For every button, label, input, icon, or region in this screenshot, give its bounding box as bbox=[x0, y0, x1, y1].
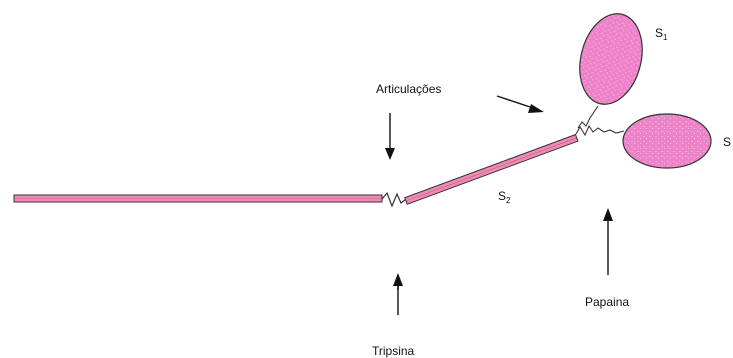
label-s2-subscript: 2 bbox=[506, 196, 511, 205]
label-s1: S1 bbox=[655, 26, 668, 42]
second-head bbox=[623, 114, 711, 168]
label-s-right: S bbox=[723, 135, 731, 149]
label-s2-letter: S bbox=[498, 189, 506, 203]
label-s1-letter: S bbox=[655, 26, 663, 40]
articulacoes-down-arrow bbox=[385, 113, 395, 160]
label-tripsina: Tripsina bbox=[372, 344, 415, 358]
s1-head bbox=[571, 7, 651, 111]
label-s1-subscript: 1 bbox=[663, 33, 668, 42]
tripsina-up-arrow bbox=[393, 273, 403, 315]
s2-rod bbox=[405, 135, 578, 205]
trypsin-hinge bbox=[382, 193, 406, 206]
label-articulacoes: Articulações bbox=[376, 82, 441, 96]
papain-hinge bbox=[576, 126, 624, 135]
s1-head-neck bbox=[578, 106, 598, 128]
papaina-up-arrow bbox=[603, 208, 613, 275]
label-s2: S2 bbox=[498, 189, 511, 205]
articulacoes-right-arrow bbox=[497, 96, 544, 113]
label-papaina: Papaina bbox=[585, 295, 629, 309]
